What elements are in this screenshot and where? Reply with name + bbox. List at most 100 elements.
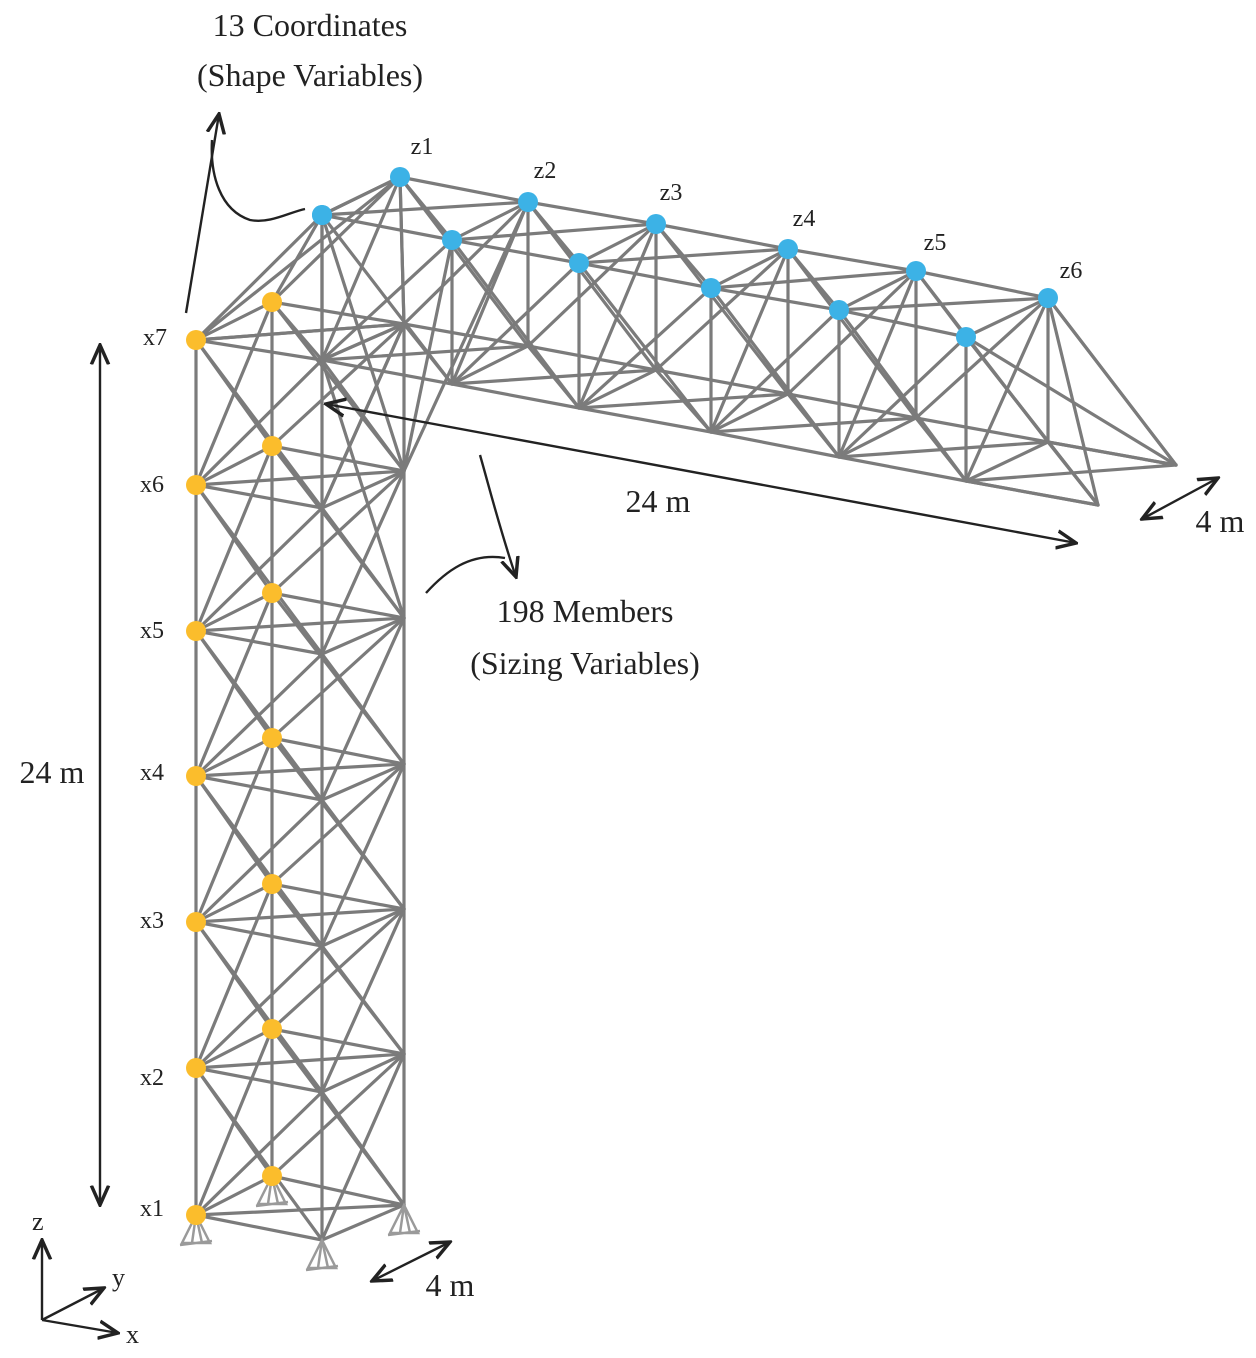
truss-member: [786, 247, 918, 273]
truss-member: [709, 247, 790, 434]
truss-member: [654, 222, 790, 251]
truss-member: [654, 368, 790, 396]
truss-member: [1046, 296, 1178, 467]
z-axis-label: z: [32, 1207, 44, 1236]
truss-member: [320, 238, 454, 362]
x-node: [262, 728, 282, 748]
truss-member: [964, 479, 1100, 507]
truss-member: [320, 1203, 406, 1242]
truss-member: [194, 629, 324, 802]
truss-member: [964, 296, 1050, 339]
truss-member: [194, 338, 324, 362]
pin-support-icon: [305, 1237, 339, 1272]
members-leader-arrow-a: [478, 454, 516, 577]
coordinates-leader-arrow: [184, 114, 219, 314]
truss-member: [526, 344, 658, 372]
truss-member: [194, 483, 324, 510]
z-node: [778, 239, 798, 259]
truss-member: [320, 944, 406, 1056]
x-node: [186, 912, 206, 932]
truss-member: [526, 200, 581, 265]
x-node-label: x4: [140, 760, 164, 786]
truss-member: [914, 269, 968, 339]
truss-member: [577, 222, 658, 410]
truss-member: [964, 296, 1050, 483]
z-node: [312, 205, 332, 225]
z-node: [701, 278, 721, 298]
x-node: [186, 621, 206, 641]
truss-member: [837, 296, 1050, 312]
z-node-label: z6: [1060, 258, 1083, 284]
truss-member: [194, 591, 274, 633]
x-node: [262, 583, 282, 603]
z-node: [569, 253, 589, 273]
truss-member: [194, 300, 274, 342]
truss-member: [320, 213, 454, 242]
truss-member: [320, 358, 454, 386]
truss-member: [320, 907, 406, 948]
span-dimension-label: 24 m: [626, 483, 691, 519]
truss-member: [194, 1213, 324, 1242]
truss-member: [194, 1174, 274, 1217]
x-node: [262, 1166, 282, 1186]
x-axis-label: x: [126, 1320, 139, 1349]
members-leader-curve-b: [425, 555, 506, 594]
truss-member: [194, 444, 274, 487]
truss-member: [194, 882, 274, 924]
truss-member: [914, 269, 1050, 300]
truss-member: [320, 762, 406, 802]
truss-member: [398, 175, 406, 326]
z-node-label: z1: [411, 134, 434, 160]
x-axis-arrow: [41, 1318, 118, 1333]
truss-member: [320, 1052, 406, 1094]
truss-member: [398, 175, 454, 242]
truss-member: [577, 286, 713, 410]
depth-top-dimension-arrow: [1142, 478, 1218, 519]
truss-member: [320, 616, 406, 656]
truss-member: [194, 774, 324, 948]
truss-member: [270, 1174, 406, 1207]
truss-member: [194, 920, 324, 1094]
z-node: [518, 192, 538, 212]
truss-member: [577, 222, 658, 265]
truss-member: [320, 175, 402, 362]
truss-member: [320, 1090, 406, 1207]
z-node-label: z2: [534, 158, 557, 184]
truss-member: [270, 1027, 406, 1056]
x-node-label: x1: [140, 1196, 164, 1222]
height-dimension-label: 24 m: [20, 754, 85, 790]
truss-member: [194, 1066, 324, 1242]
truss-member: [194, 774, 324, 802]
truss-member: [837, 269, 918, 312]
truss-member: [194, 1066, 324, 1094]
truss-member: [654, 222, 713, 290]
z-node-label: z4: [793, 206, 816, 232]
truss-member: [450, 344, 530, 386]
truss-member: [398, 175, 530, 204]
truss-member: [837, 455, 968, 483]
z-node-label: z3: [660, 180, 683, 206]
truss-member: [577, 261, 713, 290]
truss-member: [194, 213, 324, 342]
truss-member: [837, 269, 918, 459]
truss-member: [837, 308, 968, 339]
x-node-label: x3: [140, 908, 164, 934]
x-node-label: x2: [140, 1065, 164, 1091]
z-node-label: z5: [924, 230, 947, 256]
truss-member: [450, 382, 581, 410]
truss-member: [194, 338, 324, 510]
truss-member: [709, 247, 790, 290]
truss-member: [320, 358, 406, 620]
x-node-label: x6: [140, 472, 164, 498]
truss-member: [270, 175, 402, 304]
truss-member: [270, 882, 406, 911]
truss-member: [709, 308, 841, 434]
truss-member: [526, 200, 658, 226]
x-node: [262, 292, 282, 312]
truss-member: [837, 335, 968, 459]
y-axis-label: y: [112, 1263, 125, 1292]
truss-member: [194, 629, 324, 656]
